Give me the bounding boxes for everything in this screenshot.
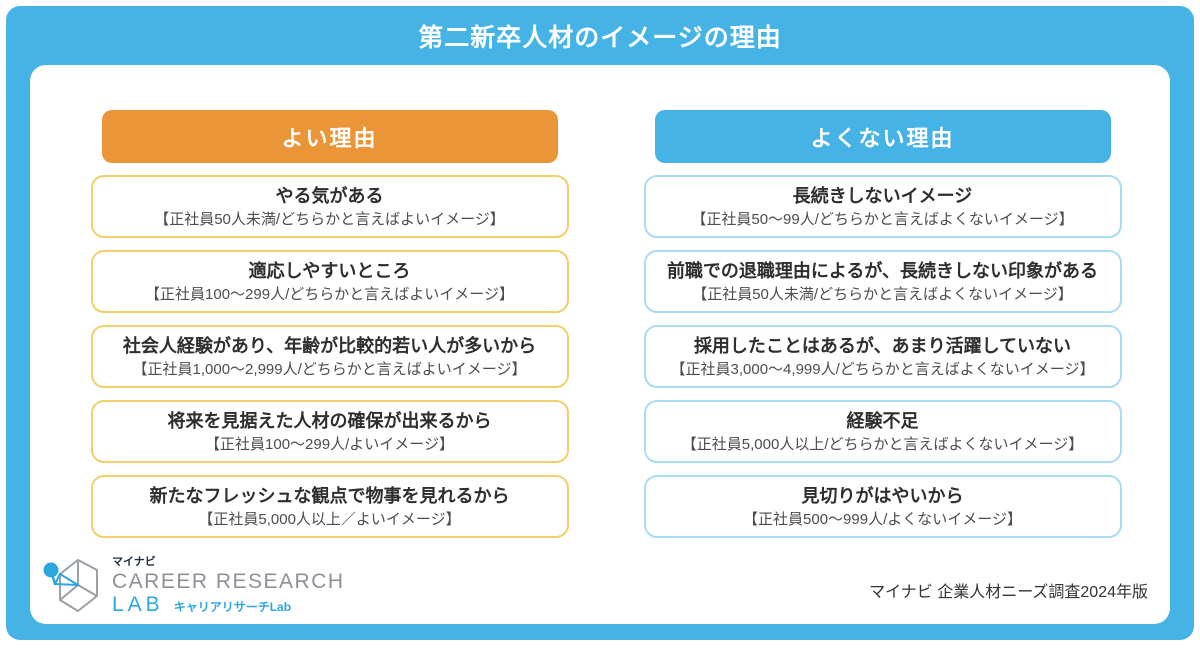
bad-reasons-column: よくない理由 長続きしないイメージ 【正社員50〜99人/どちらかと言えばよくな… — [643, 110, 1122, 550]
reason-card-subtitle: 【正社員5,000人以上/どちらかと言えばよくないイメージ】 — [681, 435, 1084, 453]
reason-card-subtitle: 【正社員5,000人以上／よいイメージ】 — [198, 510, 461, 528]
reason-card: 適応しやすいところ 【正社員100〜299人/どちらかと言えばよいイメージ】 — [90, 250, 569, 313]
reason-card: 新たなフレッシュな観点で物事を見れるから 【正社員5,000人以上／よいイメージ… — [90, 475, 569, 538]
logo-text: マイナビ CAREER RESEARCH LAB キャリアリサーチLab — [112, 556, 345, 616]
reason-card-subtitle: 【正社員100〜299人/よいイメージ】 — [205, 435, 454, 453]
infographic-frame: 第二新卒人材のイメージの理由 よい理由 やる気がある 【正社員50人未満/どちら… — [6, 6, 1194, 640]
reason-card: 経験不足 【正社員5,000人以上/どちらかと言えばよくないイメージ】 — [643, 400, 1122, 463]
reason-card: 長続きしないイメージ 【正社員50〜99人/どちらかと言えばよくないイメージ】 — [643, 175, 1122, 238]
reason-card-subtitle: 【正社員50人未満/どちらかと言えばよくないイメージ】 — [692, 285, 1073, 303]
reason-card-subtitle: 【正社員3,000〜4,999人/どちらかと言えばよくないイメージ】 — [670, 360, 1095, 378]
reason-card-title: 新たなフレッシュな観点で物事を見れるから — [149, 485, 510, 506]
reason-card: 前職での退職理由によるが、長続きしない印象がある 【正社員50人未満/どちらかと… — [643, 250, 1122, 313]
reason-card-subtitle: 【正社員100〜299人/どちらかと言えばよいイメージ】 — [145, 285, 514, 303]
good-reasons-column: よい理由 やる気がある 【正社員50人未満/どちらかと言えばよいイメージ】 適応… — [90, 110, 569, 550]
reason-card: 将来を見据えた人材の確保が出来るから 【正社員100〜299人/よいイメージ】 — [90, 400, 569, 463]
logo-lab-label: LAB — [112, 592, 164, 616]
good-reasons-list: やる気がある 【正社員50人未満/どちらかと言えばよいイメージ】 適応しやすいと… — [90, 175, 569, 538]
survey-credit-text: マイナビ 企業人材ニーズ調査2024年版 — [869, 584, 1148, 601]
reason-card-subtitle: 【正社員50〜99人/どちらかと言えばよくないイメージ】 — [691, 210, 1074, 228]
reason-card-title: 社会人経験があり、年齢が比較的若い人が多いから — [122, 335, 537, 356]
reason-card-subtitle: 【正社員50人未満/どちらかと言えばよいイメージ】 — [154, 210, 505, 228]
content-panel: よい理由 やる気がある 【正社員50人未満/どちらかと言えばよいイメージ】 適応… — [30, 65, 1170, 624]
career-research-lab-logo: マイナビ CAREER RESEARCH LAB キャリアリサーチLab — [42, 556, 345, 616]
reason-card-title: 見切りがはやいから — [801, 485, 964, 506]
bad-reasons-list: 長続きしないイメージ 【正社員50〜99人/どちらかと言えばよくないイメージ】 … — [643, 175, 1122, 538]
reason-card-title: 将来を見据えた人材の確保が出来るから — [167, 410, 492, 431]
reason-card-subtitle: 【正社員500〜999人/よくないイメージ】 — [743, 510, 1022, 528]
reason-card-title: 前職での退職理由によるが、長続きしない印象がある — [666, 260, 1099, 281]
reason-card-title: 採用したことはあるが、あまり活躍していない — [693, 335, 1072, 356]
reason-card-title: 経験不足 — [846, 410, 919, 431]
bad-reasons-header: よくない理由 — [654, 110, 1111, 163]
reason-card: やる気がある 【正社員50人未満/どちらかと言えばよいイメージ】 — [90, 175, 569, 238]
reason-card-title: 長続きしないイメージ — [792, 185, 973, 206]
reason-card-title: やる気がある — [275, 185, 384, 206]
logo-mynavi-label: マイナビ — [112, 555, 156, 568]
reason-columns: よい理由 やる気がある 【正社員50人未満/どちらかと言えばよいイメージ】 適応… — [90, 110, 1122, 550]
reason-card: 採用したことはあるが、あまり活躍していない 【正社員3,000〜4,999人/ど… — [643, 325, 1122, 388]
reason-card-title: 適応しやすいところ — [248, 260, 411, 281]
reason-card: 社会人経験があり、年齢が比較的若い人が多いから 【正社員1,000〜2,999人… — [90, 325, 569, 388]
logo-career-research-label: CAREER RESEARCH — [112, 569, 345, 593]
title-bar: 第二新卒人材のイメージの理由 — [6, 6, 1194, 65]
reason-card-subtitle: 【正社員1,000〜2,999人/どちらかと言えばよいイメージ】 — [132, 360, 527, 378]
good-reasons-header: よい理由 — [101, 110, 558, 163]
logo-lab-sub-label: キャリアリサーチLab — [173, 599, 292, 614]
reason-card: 見切りがはやいから 【正社員500〜999人/よくないイメージ】 — [643, 475, 1122, 538]
page-title: 第二新卒人材のイメージの理由 — [418, 23, 782, 52]
career-research-lab-logo-icon — [43, 558, 98, 612]
panel-footer: マイナビ CAREER RESEARCH LAB キャリアリサーチLab マイナ… — [42, 556, 1152, 616]
